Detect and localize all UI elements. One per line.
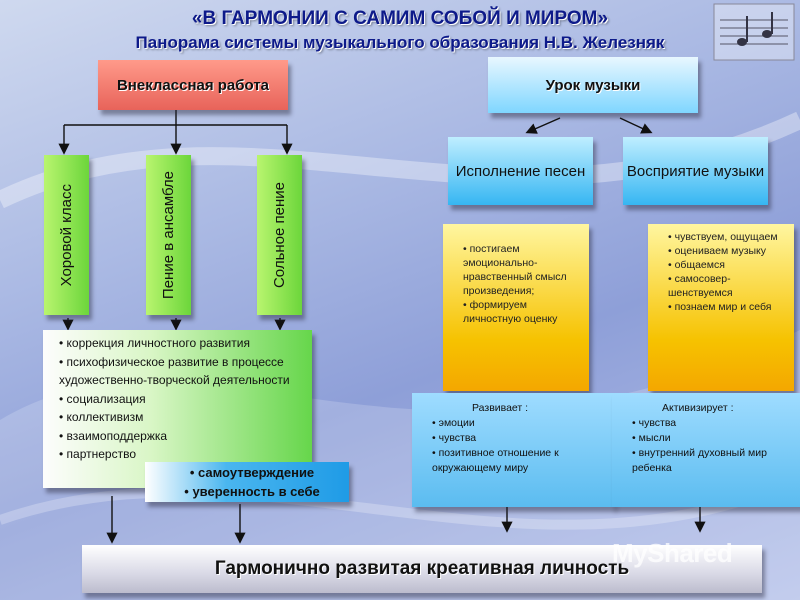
- list-item: чувства: [432, 431, 604, 446]
- activates-title: Активизирует :: [662, 402, 734, 414]
- diagram-title: «В ГАРМОНИИ С САМИМ СОБОЙ И МИРОМ»: [191, 8, 609, 29]
- list-item: самоутверждение: [161, 463, 343, 482]
- ensemble-singing-label: Пение в ансамбле: [160, 170, 177, 300]
- list-item: постигаем эмоционально-нравственный смыс…: [463, 242, 583, 298]
- develops-title: Развивает :: [472, 402, 529, 414]
- list-item: партнерство: [59, 445, 306, 464]
- list-item: социализация: [59, 390, 306, 409]
- solo-singing-label: Сольное пение: [271, 181, 288, 289]
- song-performance-box: Исполнение песен: [448, 137, 593, 205]
- list-item: эмоции: [432, 416, 604, 431]
- music-notes-icon: [713, 3, 795, 61]
- list-item: чувства: [632, 416, 797, 431]
- self-assertion-box: самоутверждение уверенность в себе: [145, 462, 349, 502]
- ensemble-singing-bar: Пение в ансамбле: [146, 155, 191, 315]
- diagram-subtitle: Панорама системы музыкального образовани…: [135, 33, 665, 52]
- list-item: познаем мир и себя: [668, 300, 788, 314]
- solo-singing-bar: Сольное пение: [257, 155, 302, 315]
- list-item: мысли: [632, 431, 797, 446]
- music-perception-box: Восприятие музыки: [623, 137, 768, 205]
- performance-actions-box: постигаем эмоционально-нравственный смыс…: [443, 224, 589, 391]
- activates-box: Активизирует : чувства мысли внутренний …: [612, 393, 800, 507]
- list-item: коллективизм: [59, 408, 306, 427]
- list-item: чувствуем, ощущаем: [668, 230, 788, 244]
- perception-actions-box: чувствуем, ощущаем оцениваем музыку обща…: [648, 224, 794, 391]
- result-box: Гармонично развитая креативная личность: [82, 545, 762, 593]
- list-item: внутренний духовный мир ребенка: [632, 446, 797, 476]
- music-lesson-box: Урок музыки: [488, 57, 698, 113]
- list-item: коррекция личностного развития: [59, 334, 306, 353]
- list-item: общаемся: [668, 258, 788, 272]
- choir-class-bar: Хоровой класс: [44, 155, 89, 315]
- list-item: позитивное отношение к окружающему миру: [432, 446, 604, 476]
- list-item: уверенность в себе: [161, 482, 343, 501]
- list-item: оцениваем музыку: [668, 244, 788, 258]
- watermark-logo: MyShared: [612, 538, 733, 568]
- choir-class-label: Хоровой класс: [58, 183, 75, 287]
- list-item: самосовер-шенствуемся: [668, 272, 788, 300]
- list-item: взаимоподдержка: [59, 427, 306, 446]
- list-item: психофизическое развитие в процессе худо…: [59, 353, 306, 390]
- extracurricular-box: Внеклассная работа: [98, 60, 288, 110]
- develops-box: Развивает : эмоции чувства позитивное от…: [412, 393, 614, 507]
- list-item: формируем личностную оценку: [463, 298, 583, 326]
- outcomes-box: коррекция личностного развития психофизи…: [43, 330, 312, 488]
